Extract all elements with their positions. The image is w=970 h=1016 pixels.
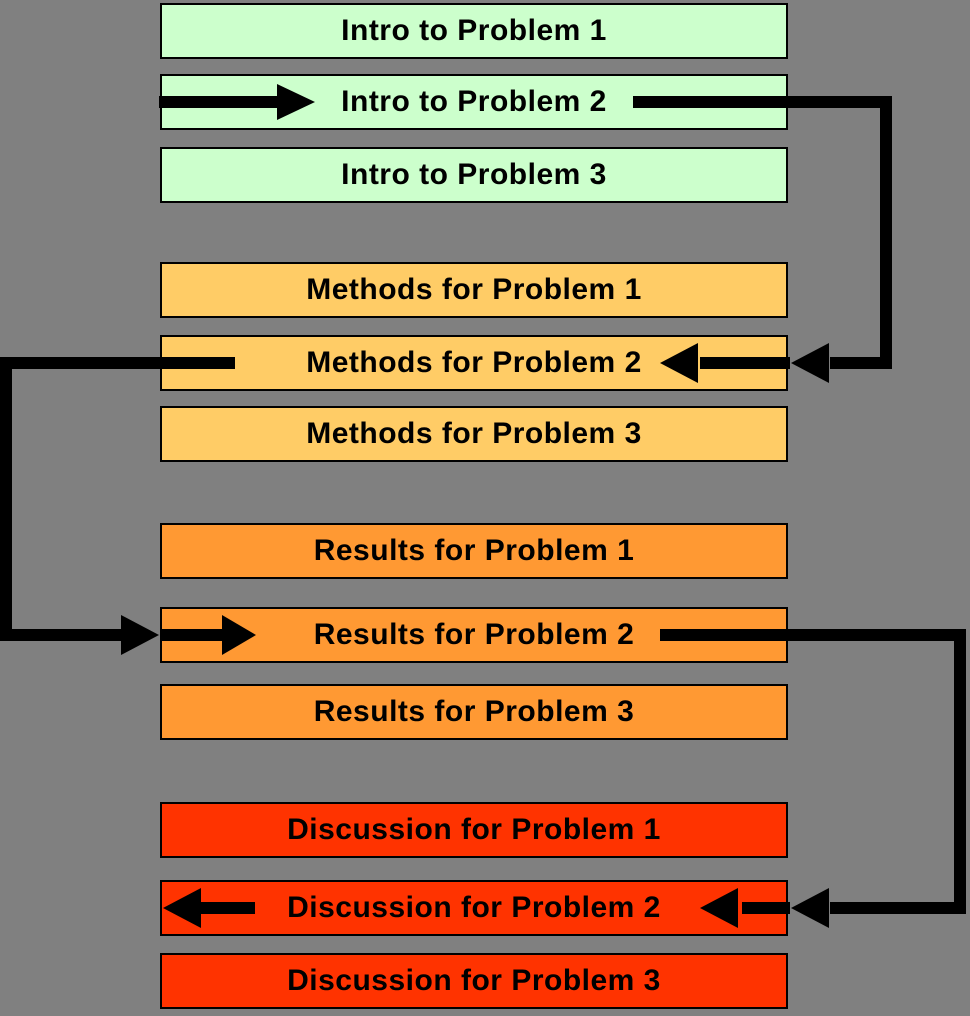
box-intro-problem-1: Intro to Problem 1	[160, 3, 788, 59]
box-label: Results for Problem 1	[313, 534, 635, 567]
box-discussion-problem-2: Discussion for Problem 2	[160, 880, 788, 936]
box-methods-problem-1: Methods for Problem 1	[160, 262, 788, 318]
box-label: Discussion for Problem 2	[287, 891, 661, 924]
arrowhead-into-discussion2-outer	[791, 888, 829, 928]
box-label: Results for Problem 2	[313, 618, 635, 651]
box-results-problem-3: Results for Problem 3	[160, 684, 788, 740]
connector-results2-to-discussion2-line	[660, 629, 966, 914]
box-label: Discussion for Problem 1	[287, 813, 661, 846]
box-methods-problem-3: Methods for Problem 3	[160, 406, 788, 462]
box-label: Methods for Problem 2	[306, 346, 642, 379]
box-results-problem-1: Results for Problem 1	[160, 523, 788, 579]
arrowhead-into-results2-outer	[121, 615, 159, 655]
box-intro-problem-3: Intro to Problem 3	[160, 147, 788, 203]
box-results-problem-2: Results for Problem 2	[160, 607, 788, 663]
box-discussion-problem-3: Discussion for Problem 3	[160, 953, 788, 1009]
box-methods-problem-2: Methods for Problem 2	[160, 335, 788, 391]
box-label: Discussion for Problem 3	[287, 964, 661, 997]
box-label: Methods for Problem 1	[306, 273, 642, 306]
box-label: Intro to Problem 3	[341, 158, 607, 191]
box-label: Methods for Problem 3	[306, 417, 642, 450]
connector-intro2-to-methods2-line	[633, 96, 892, 369]
connector-methods2-to-results2-line	[0, 357, 235, 641]
box-label: Intro to Problem 2	[341, 85, 607, 118]
arrowhead-into-methods2-outer	[791, 343, 829, 383]
box-discussion-problem-1: Discussion for Problem 1	[160, 802, 788, 858]
box-label: Results for Problem 3	[313, 695, 635, 728]
box-label: Intro to Problem 1	[341, 14, 607, 47]
box-intro-problem-2: Intro to Problem 2	[160, 74, 788, 130]
